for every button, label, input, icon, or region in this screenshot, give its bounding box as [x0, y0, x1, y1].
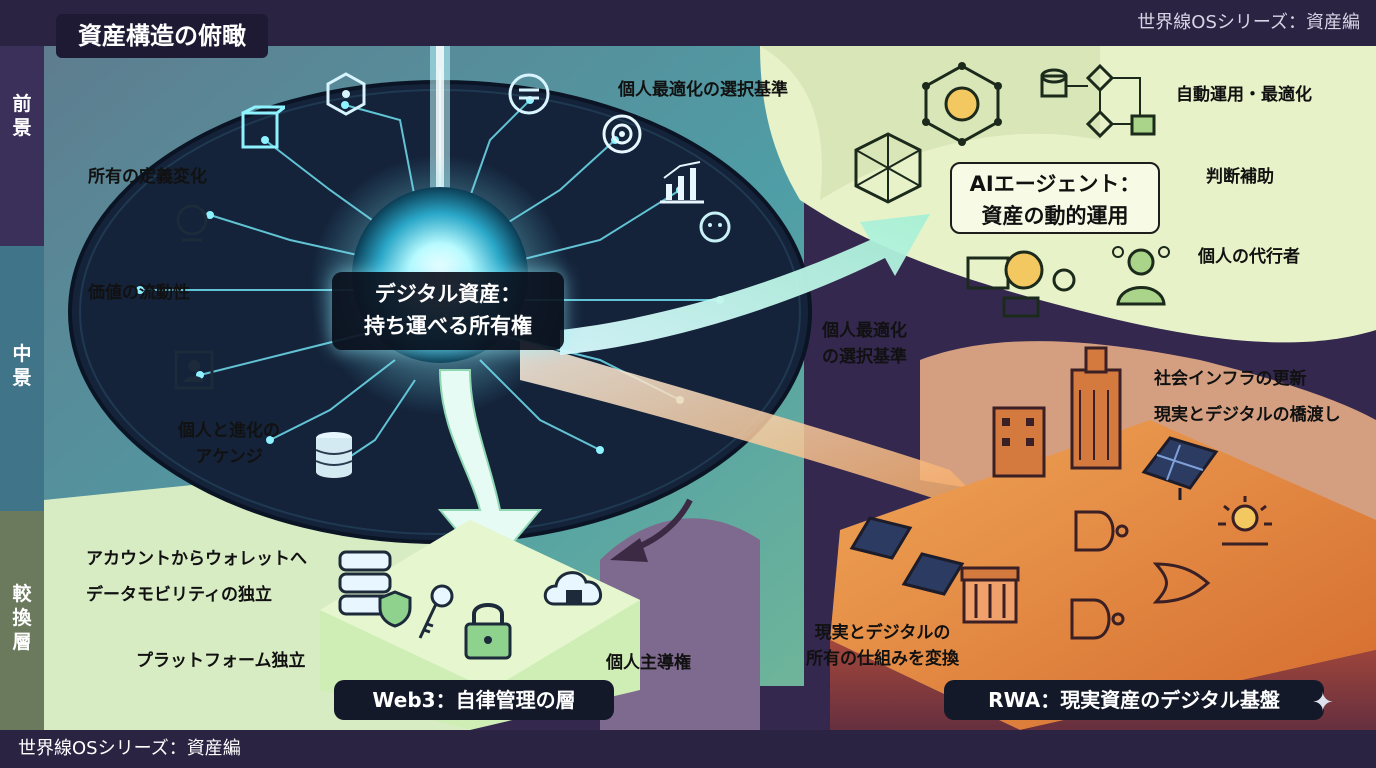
digital-asset-box: デジタル資産： 持ち運べる所有権 [332, 272, 564, 350]
logic-gate-icon [1152, 562, 1211, 604]
sparkle-icon: ✦ [1312, 688, 1334, 718]
band-foreground-label: 前景 [12, 93, 32, 139]
database-icon [315, 432, 353, 478]
label-judgement: 判断補助 [1206, 167, 1274, 187]
shield-icon [378, 590, 412, 628]
label-ai-optimization-line1: 個人最適化 [822, 321, 907, 341]
band-midground-label: 中景 [12, 343, 32, 389]
solar-panel-icon [1141, 436, 1219, 500]
label-ai-optimization-line2: の選択基準 [822, 347, 907, 367]
page-title: 資産構造の俯瞰 [56, 14, 268, 58]
head-icon [176, 204, 208, 242]
cloud-lock-icon [543, 571, 602, 606]
gear-cycle-icon [966, 250, 1076, 318]
series-label-bottom: 世界線OSシリーズ：資産編 [18, 738, 241, 759]
person-frame-icon [174, 350, 214, 390]
web3-title-box: Web3：自律管理の層 [334, 680, 614, 720]
label-evolution: 個人と進化の アケンジ [178, 418, 280, 470]
digital-asset-title-line1: デジタル資産： [374, 282, 522, 306]
label-proxy: 個人の代行者 [1198, 247, 1300, 267]
network-cube-icon [326, 72, 366, 116]
cube-icon [241, 105, 285, 149]
label-account-wallet: アカウントからウォレットへ [86, 549, 307, 569]
padlock-icon [464, 603, 512, 660]
label-transform: 現実とデジタルの 所有の仕組みを変換 [806, 620, 959, 672]
sun-icon [1218, 496, 1272, 546]
label-sovereignty: 個人主導権 [606, 653, 691, 673]
label-value-liquidity: 価値の流動性 [88, 283, 190, 303]
label-platform: プラットフォーム独立 [136, 651, 306, 671]
chart-icon [660, 161, 704, 204]
people-icon [1112, 246, 1170, 306]
band-foreground: 前景 [0, 92, 44, 140]
exchange-icon [508, 73, 550, 115]
ai-agent-title-line1: AIエージェント： [969, 172, 1141, 196]
band-layer: 較換層 [0, 582, 44, 654]
hexagon-network-icon [854, 132, 922, 204]
flowchart-icon [1040, 64, 1156, 139]
band-layer-label: 較換層 [12, 583, 32, 653]
tower-building-icon [1070, 346, 1122, 470]
bank-icon [960, 566, 1020, 624]
label-transform-line2: 所有の仕組みを変換 [806, 649, 959, 669]
label-auto-ops: 自動運用・最適化 [1176, 85, 1312, 105]
target-icon [602, 114, 642, 154]
rwa-title-box: RWA：現実資産のデジタル基盤 [944, 680, 1324, 720]
label-evolution-line1: 個人と進化の [178, 421, 280, 441]
ai-agent-box: AIエージェント： 資産の動的運用 [950, 162, 1160, 234]
robot-icon [699, 211, 731, 243]
label-ai-optimization: 個人最適化 の選択基準 [822, 318, 907, 370]
label-ownership-change: 所有の定義変化 [88, 167, 207, 187]
digital-asset-title-line2: 持ち運べる所有権 [364, 314, 532, 338]
logic-gate-icon [1074, 510, 1129, 552]
ai-agent-title-line2: 資産の動的運用 [981, 204, 1129, 228]
brain-network-icon [922, 62, 1002, 146]
footer-bar: 世界線OSシリーズ：資産編 [0, 730, 1376, 768]
label-data-mobility: データモビリティの独立 [86, 585, 272, 605]
solar-panel-small-icon [849, 516, 913, 560]
label-optimization-criteria: 個人最適化の選択基準 [618, 80, 788, 100]
label-infra: 社会インフラの更新 [1154, 369, 1307, 389]
label-evolution-line2: アケンジ [195, 447, 263, 467]
band-midground: 中景 [0, 342, 44, 390]
series-label-top: 世界線OSシリーズ：資産編 [1137, 12, 1360, 33]
label-transform-line1: 現実とデジタルの [814, 623, 951, 643]
solar-panel-small-icon [901, 552, 965, 596]
label-bridge: 現実とデジタルの橋渡し [1154, 405, 1341, 425]
key-icon [418, 584, 454, 639]
logic-gate-icon [1070, 598, 1125, 640]
building-icon [992, 406, 1046, 478]
